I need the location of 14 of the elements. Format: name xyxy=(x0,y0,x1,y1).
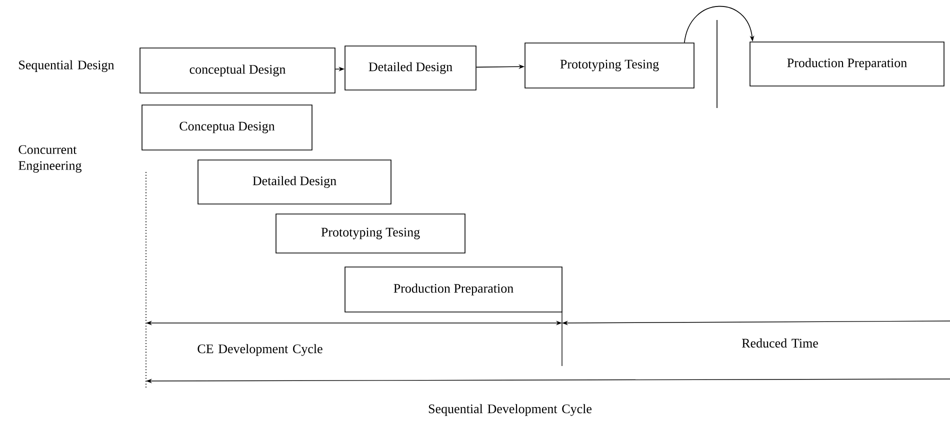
row-label: Sequential Design xyxy=(19,60,114,72)
dimension-label: CE Development Cycle xyxy=(198,344,322,356)
row-label: Concurrent Engineering xyxy=(18,145,82,173)
dimension-label: Sequential Development Cycle xyxy=(428,404,592,416)
process-box: Prototyping Tesing xyxy=(276,214,466,254)
process-box: Prototyping Tesing xyxy=(524,42,694,88)
dimension-label: Reduced Time xyxy=(742,338,818,348)
process-box: Production Preparation xyxy=(344,266,562,312)
process-box: Detailed Design xyxy=(344,46,476,90)
process-box: conceptual Design xyxy=(140,48,336,94)
arrow xyxy=(684,6,754,43)
process-box: Conceptua Design xyxy=(142,104,312,150)
process-box: Detailed Design xyxy=(198,160,392,204)
process-box: Production Preparation xyxy=(750,42,944,86)
